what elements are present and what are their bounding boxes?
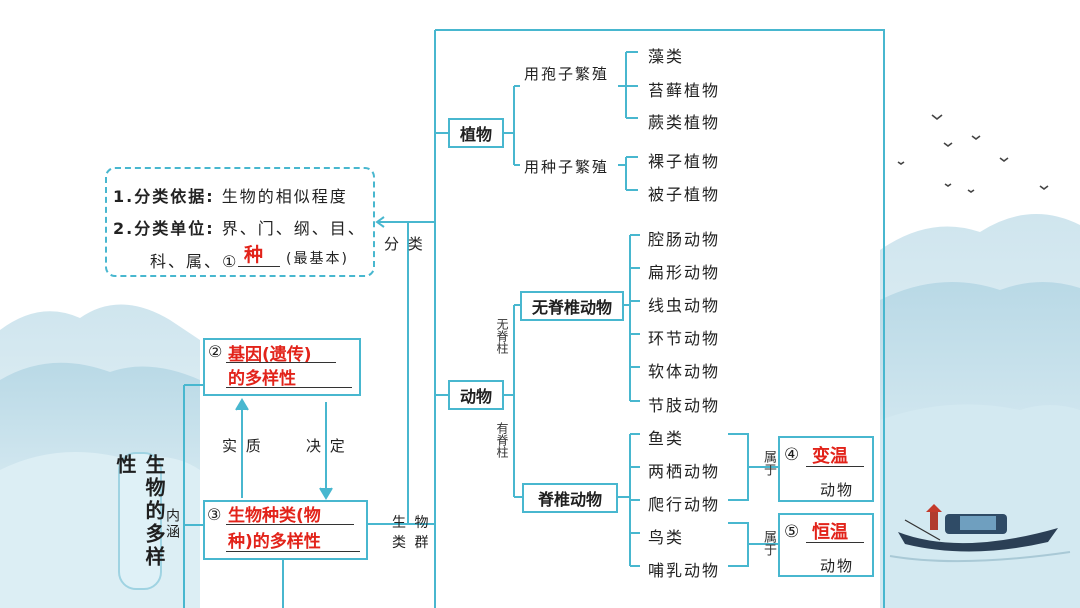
cold-prefix: ④ (784, 445, 800, 465)
animals-box: 动物 (448, 380, 504, 410)
animal-item: 扁形动物 (648, 263, 721, 282)
classification-note: (最基本) (286, 251, 349, 267)
gene-fill-1: 基因(遗传) (228, 345, 312, 365)
warm-suffix: 动物 (820, 557, 855, 575)
biodiversity-title: 生物的多样性 (113, 452, 166, 590)
animal-item: 腔肠动物 (648, 230, 721, 249)
animal-item: 鱼类 (648, 429, 685, 448)
classification-box (105, 167, 375, 277)
warm-prefix: ⑤ (784, 522, 800, 542)
label-classify: 分 类 (384, 235, 425, 253)
answer-blank-1: 种 (244, 244, 264, 266)
boat (889, 504, 1071, 563)
warm-underline (806, 542, 864, 543)
label-biota-2: 类 群 (392, 535, 431, 551)
label-essence: 实 质 (222, 437, 263, 455)
animal-item: 环节动物 (648, 329, 721, 348)
plants-spore-label: 用孢子繁殖 (524, 65, 610, 83)
gene-diversity-box (203, 338, 361, 396)
animal-item: 节肢动物 (648, 396, 721, 415)
species-prefix: ③ (207, 505, 222, 524)
animal-item: 线虫动物 (648, 296, 721, 315)
blank-underline-1 (238, 266, 280, 267)
unit-text-2: 科、属、① (150, 252, 239, 271)
classification-units: 2.分类单位: 界、门、纲、目、 (113, 215, 366, 239)
label-connotation: 内涵 (164, 508, 180, 540)
label-belongs-cold: 属于 (761, 450, 776, 476)
label-biota-1: 生 物 (392, 515, 431, 531)
classification-basis: 1.分类依据: 生物的相似程度 (113, 183, 348, 207)
plant-item: 苔藓植物 (648, 81, 721, 100)
cold-underline (806, 466, 864, 467)
animal-item: 哺乳动物 (648, 561, 721, 580)
animal-item: 鸟类 (648, 528, 685, 547)
warm-fill: 恒温 (812, 522, 848, 543)
basis-text: 生物的相似程度 (221, 187, 348, 206)
species-fill-2: 种)的多样性 (228, 532, 321, 552)
gene-fill-2: 的多样性 (228, 369, 296, 389)
cold-fill: 变温 (812, 446, 848, 467)
label-spine: 有脊柱 (495, 422, 509, 458)
label-decides: 决 定 (306, 437, 347, 455)
species-fill-1: 生物种类(物 (228, 506, 321, 526)
gene-underline-2 (226, 387, 352, 388)
unit-text-1: 界、门、纲、目、 (221, 219, 366, 238)
birds (897, 114, 1049, 193)
gene-prefix: ② (208, 342, 223, 361)
classification-units-line2: 科、属、① (150, 248, 238, 272)
animal-item: 爬行动物 (648, 495, 721, 514)
plant-item: 藻类 (648, 47, 685, 66)
plant-item: 裸子植物 (648, 152, 721, 171)
cold-suffix: 动物 (820, 481, 855, 499)
species-underline-1 (226, 524, 354, 525)
plant-item: 蕨类植物 (648, 113, 721, 132)
species-diversity-box (203, 500, 368, 560)
unit-label: 2.分类单位: (113, 219, 215, 238)
animal-item: 两栖动物 (648, 462, 721, 481)
basis-label: 1.分类依据: (113, 187, 215, 206)
vertebrate-box: 脊椎动物 (522, 483, 618, 513)
label-no-spine: 无脊柱 (495, 318, 509, 354)
cold-blooded-box (778, 436, 874, 502)
label-belongs-warm: 属于 (761, 530, 776, 556)
warm-blooded-box (778, 513, 874, 577)
gene-underline-1 (226, 362, 336, 363)
species-underline-2 (226, 551, 360, 552)
plants-box: 植物 (448, 118, 504, 148)
invertebrate-box: 无脊椎动物 (520, 291, 624, 321)
plants-seed-label: 用种子繁殖 (524, 158, 610, 176)
animal-item: 软体动物 (648, 362, 721, 381)
plant-item: 被子植物 (648, 185, 721, 204)
